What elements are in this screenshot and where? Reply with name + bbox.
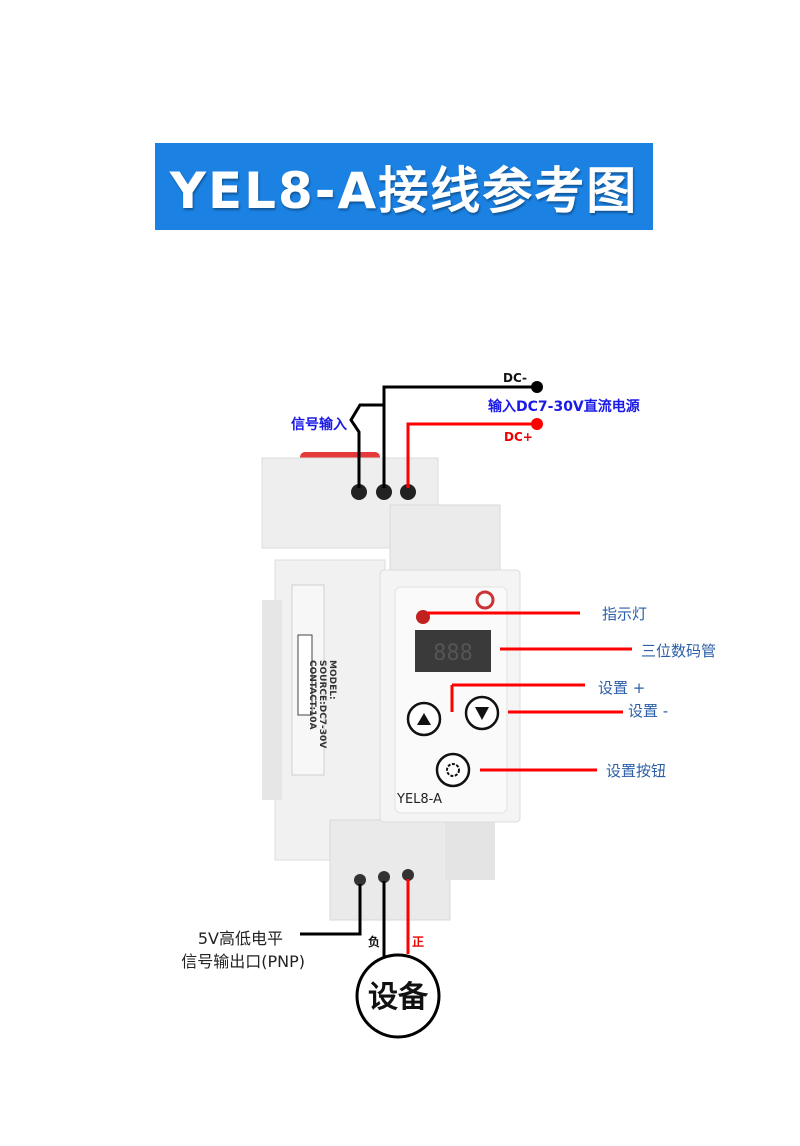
dc-minus-label: DC- — [503, 371, 527, 385]
dc-minus-terminal — [531, 381, 543, 393]
digit-display — [415, 630, 491, 672]
callout-set-minus: 设置 - — [628, 702, 668, 720]
model-label: YEL8-A — [396, 792, 442, 807]
page-title: YEL8-A接线参考图 — [169, 161, 639, 220]
triangle-up-icon — [417, 713, 431, 725]
power-wires — [349, 381, 543, 488]
output-wires — [300, 879, 410, 958]
side-source-text: SOURCE:DC7-30V — [317, 660, 327, 748]
side-contact-text: CONTACT:10A — [307, 660, 317, 730]
callout-set-button: 设置按钮 — [606, 762, 666, 780]
terminal-top-3 — [400, 484, 416, 500]
callout-indicator: 指示灯 — [602, 605, 647, 623]
signal-input-label: 信号输入 — [291, 416, 347, 433]
title-banner: YEL8-A接线参考图 — [155, 143, 653, 230]
output-label-line1: 5V高低电平 — [198, 929, 283, 948]
device-label: 设备 — [368, 980, 429, 1015]
load-device: 设备 — [355, 953, 441, 1039]
brand-logo — [475, 590, 495, 610]
set-button[interactable] — [435, 752, 471, 788]
output-label-line2: 信号输出口(PNP) — [181, 952, 305, 971]
terminal-bottom-2 — [378, 871, 390, 883]
digit-display-value: 888 — [433, 641, 473, 666]
positive-label: 正 — [412, 935, 424, 949]
dc-plus-label: DC+ — [504, 430, 533, 444]
up-button[interactable] — [406, 701, 442, 737]
power-input-label: 输入DC7-30V直流电源 — [488, 398, 640, 415]
callout-set-plus: 设置 + — [598, 679, 645, 697]
terminal-bottom-3 — [402, 869, 414, 881]
gear-icon — [446, 763, 460, 777]
callout-display: 三位数码管 — [641, 642, 716, 660]
indicator-led — [416, 610, 430, 624]
callout-lines — [428, 611, 632, 772]
dc-plus-terminal — [531, 418, 543, 430]
terminal-bottom-1 — [354, 874, 366, 886]
triangle-down-icon — [475, 707, 489, 720]
terminal-top-2 — [376, 484, 392, 500]
terminal-top-1 — [351, 484, 367, 500]
down-button[interactable] — [464, 695, 500, 731]
side-model-text: MODEL: — [327, 660, 337, 700]
negative-label: 负 — [368, 934, 380, 949]
